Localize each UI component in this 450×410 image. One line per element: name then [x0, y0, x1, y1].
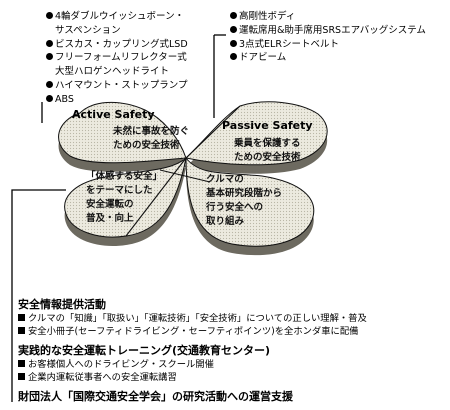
list-item: 3点式ELRシートベルト	[230, 38, 445, 52]
list-item: フリーフォームリフレクター式大型ハロゲンヘッドライト	[46, 51, 221, 79]
square-bullet-icon	[18, 314, 25, 321]
training-connector-line	[11, 189, 66, 402]
list-item: 高剛性ボディ	[230, 10, 445, 24]
bullet-icon	[46, 94, 53, 102]
bullet-icon	[46, 80, 53, 88]
bullet-icon	[230, 25, 237, 33]
active-safety-feature-list: 4輪ダブルウイッシュボーン・サスペンション ビスカス・カップリング式LSD フリ…	[46, 10, 221, 107]
list-item: 4輪ダブルウイッシュボーン・サスペンション	[46, 10, 221, 38]
passive-safety-feature-list: 高剛性ボディ 運転席用&助手席用SRSエアバッグシステム 3点式ELRシートベル…	[230, 10, 445, 65]
bullet-icon	[46, 39, 53, 47]
passive-safety-petal	[184, 101, 328, 166]
list-item: ドアビーム	[230, 51, 445, 65]
square-bullet-icon	[18, 327, 25, 334]
research-safety-petal-text: クルマの 基本研究段階から 行う安全への 取り組み	[206, 174, 283, 227]
bullet-icon	[230, 53, 237, 61]
square-bullet-icon	[18, 373, 25, 380]
list-item: お客様個人へのドライビング・スクール開催	[18, 358, 446, 371]
section-title-info-activities: 安全情報提供活動	[18, 298, 106, 311]
bullet-icon	[230, 39, 237, 47]
list-item: ABS	[46, 93, 221, 107]
experiential-safety-petal	[64, 156, 187, 238]
square-bullet-icon	[18, 360, 25, 367]
active-safety-petal	[58, 101, 187, 164]
section-title-training: 実践的な安全運転トレーニング(交通教育センター)	[18, 344, 271, 357]
active-safety-petal-text: 未然に事故を防ぐ ための安全技術	[113, 126, 190, 151]
bullet-icon	[46, 12, 53, 19]
passive-safety-petal-text: 乗員を保護する ための安全技術	[234, 138, 301, 163]
list-item: ビスカス・カップリング式LSD	[46, 38, 221, 52]
research-safety-petal	[185, 156, 315, 247]
experiential-safety-petal-text: 「体感する安全」 をテーマにした 安全運転の 普及・向上	[86, 171, 163, 224]
list-item: 運転席用&助手席用SRSエアバッグシステム	[230, 24, 445, 38]
safety-activities-section: 安全情報提供活動 クルマの「知識」「取扱い」「運転技術」「安全技術」についての正…	[18, 296, 446, 404]
bullet-icon	[46, 53, 53, 61]
section-title-research-support: 財団法人「国際交通安全学会」の研究活動への運営支援	[18, 390, 293, 403]
list-item: クルマの「知識」「取扱い」「運転技術」「安全技術」についての正しい理解・普及	[18, 312, 446, 325]
list-item: 安全小冊子(セーフティドライビング・セーフティポインツ)を全ホンダ車に配備	[18, 325, 446, 338]
list-item: 企業内運転従事者への安全運転講習	[18, 371, 446, 384]
active-safety-heading: Active Safety	[72, 108, 155, 121]
passive-safety-heading: Passive Safety	[222, 119, 313, 132]
list-item: ハイマウント・ストップランプ	[46, 79, 221, 93]
bullet-icon	[230, 12, 237, 19]
